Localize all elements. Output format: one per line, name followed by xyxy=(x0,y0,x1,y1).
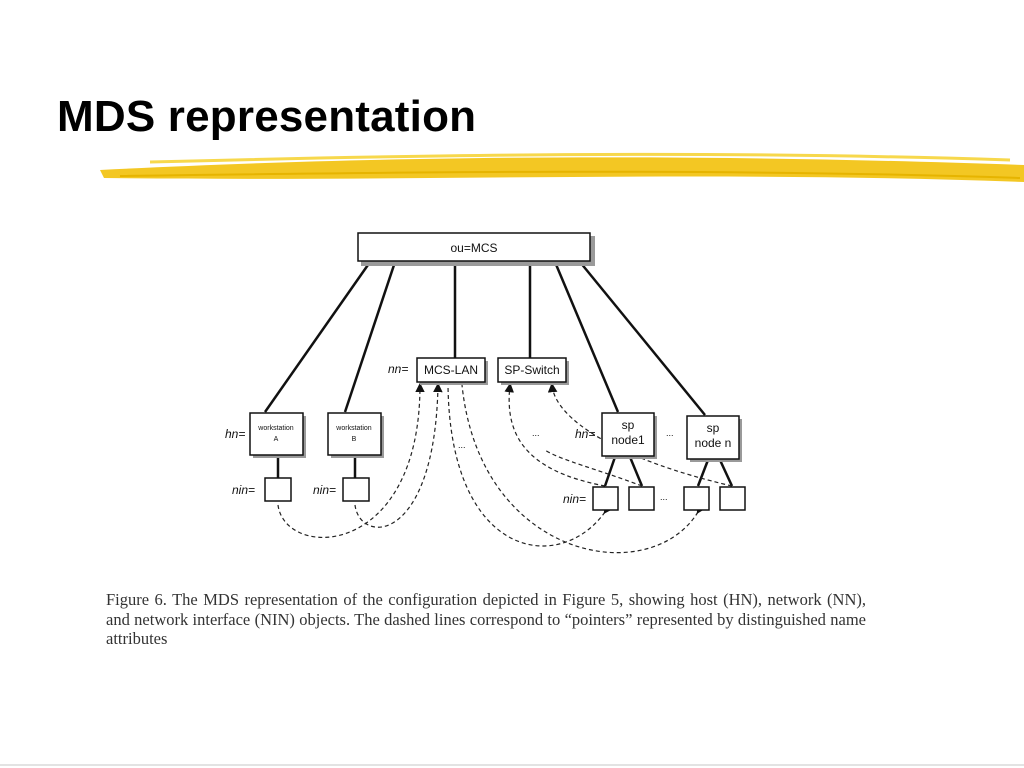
nin-prefix-sp: nin= xyxy=(563,492,586,506)
host-line2: node n xyxy=(695,436,732,450)
ellipsis-nins: ... xyxy=(660,492,668,502)
nin-node xyxy=(719,486,746,511)
tree-edges xyxy=(263,261,734,487)
network-node-mcs-lan: MCS-LAN xyxy=(416,357,488,385)
nin-node xyxy=(683,486,710,511)
network-node-sp-switch: SP-Switch xyxy=(497,357,569,385)
host-line2: node1 xyxy=(611,433,645,447)
root-node: ou=MCS xyxy=(357,232,595,266)
root-label: ou=MCS xyxy=(450,241,497,255)
nin-node xyxy=(592,486,619,511)
host-line1: sp xyxy=(622,418,635,432)
host-prefix-sp: hn= xyxy=(575,427,595,441)
host-line2: A xyxy=(274,436,279,443)
figure-caption: Figure 6. The MDS representation of the … xyxy=(106,590,866,648)
nin-node xyxy=(342,477,370,502)
network-label: SP-Switch xyxy=(504,363,559,377)
nin-node xyxy=(264,477,292,502)
footer-divider xyxy=(0,764,1024,766)
host-node-workstation-a: workstation A xyxy=(249,412,306,458)
host-line1: sp xyxy=(707,421,720,435)
ellipsis-upper-middle: ... xyxy=(458,440,466,450)
host-line1: workstation xyxy=(335,425,372,432)
host-prefix: hn= xyxy=(225,427,245,441)
slide-title: MDS representation xyxy=(57,92,477,141)
nin-prefix-b: nin= xyxy=(313,483,336,497)
host-node-sp-node1: sp node1 xyxy=(601,412,657,459)
ellipsis-upper-right: ... xyxy=(532,428,540,438)
network-label: MCS-LAN xyxy=(424,363,478,377)
host-line2: B xyxy=(352,436,357,443)
host-node-sp-node-n: sp node n xyxy=(686,415,742,462)
highlighter-stroke xyxy=(100,152,1024,182)
host-node-workstation-b: workstation B xyxy=(327,412,384,458)
network-prefix: nn= xyxy=(388,362,408,376)
host-line1: workstation xyxy=(257,425,294,432)
pointer-edges xyxy=(277,382,733,554)
nin-prefix-a: nin= xyxy=(232,483,255,497)
nin-node xyxy=(628,486,655,511)
ellipsis-hosts: ... xyxy=(666,428,674,438)
